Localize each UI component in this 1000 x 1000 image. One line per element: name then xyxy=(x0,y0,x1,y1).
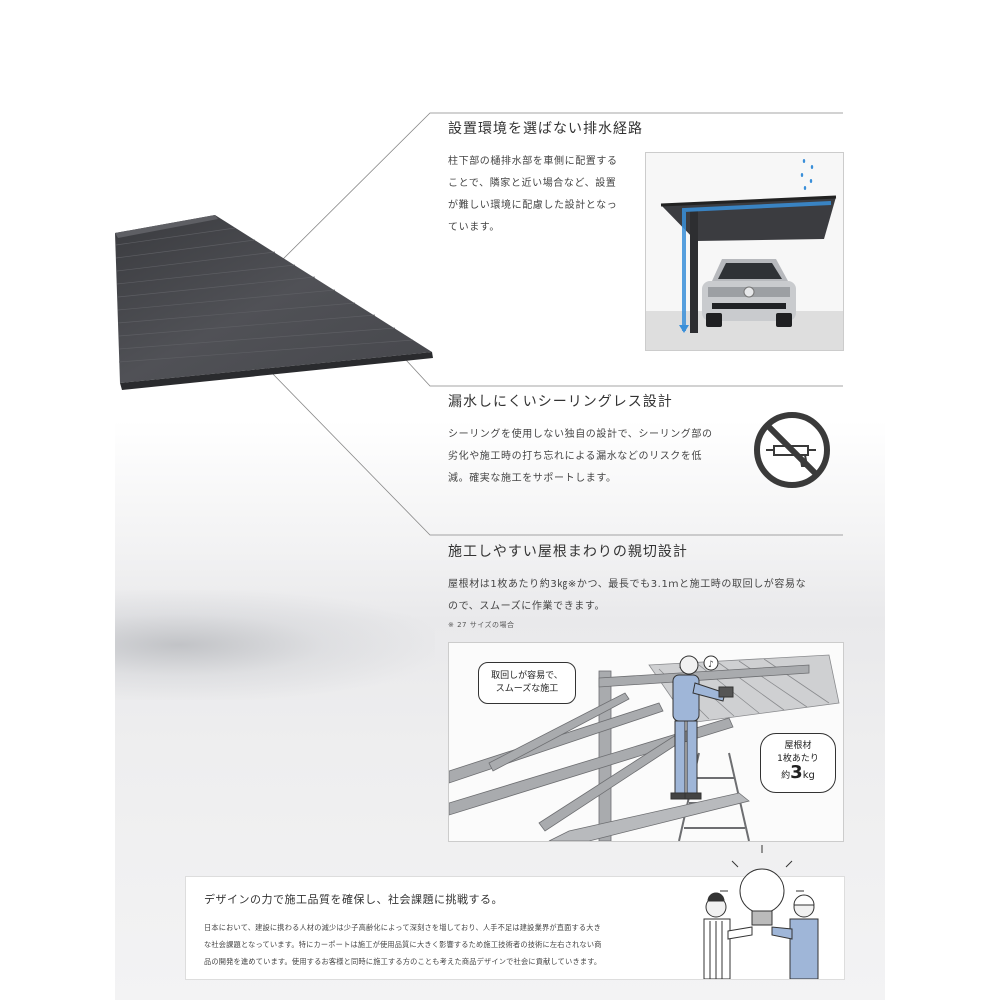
mission-body: 日本において、建設に携わる人材の減少は少子高齢化によって深刻さを増しており、人手… xyxy=(204,919,674,970)
section-body: 柱下部の樋排水部を車側に配置する ことで、隣家と近い場合など、設置 が難しい環境… xyxy=(448,151,838,239)
speech-bubble-easy-handling: 取回しが容易で、 スムーズな施工 xyxy=(478,662,576,704)
no-sealing-gun-icon xyxy=(754,412,830,488)
section-sealingless: 漏水しにくいシーリングレス設計 シーリングを使用しない独自の設計で、シーリング部… xyxy=(448,391,838,490)
svg-text:♪: ♪ xyxy=(708,660,714,670)
carport-car-illustration xyxy=(646,153,843,350)
mission-title: デザインの力で施工品質を確保し、社会課題に挑戦する。 xyxy=(204,893,503,906)
section-construction: 施工しやすい屋根まわりの親切設計 屋根材は1枚あたり約3㎏※かつ、最長でも3.1… xyxy=(448,541,838,630)
body-line: 屋根材は1枚あたり約3㎏※かつ、最長でも3.1ｍと施工時の取回しが容易な xyxy=(448,579,807,590)
body-line: 減。確実な施工をサポートします。 xyxy=(448,473,617,484)
body-line: 劣化や施工時の打ち忘れによる漏水などのリスクを低 xyxy=(448,451,703,462)
section-heading: 施工しやすい屋根まわりの親切設計 xyxy=(448,544,688,560)
section-heading: 漏水しにくいシーリングレス設計 xyxy=(448,394,673,410)
worker-roof-illustration: ♪ xyxy=(449,643,843,841)
body-line: ことで、隣家と近い場合など、設置 xyxy=(448,178,617,189)
size-note: ※ 27 サイズの場合 xyxy=(448,621,515,629)
bubble-line: スムーズな施工 xyxy=(495,684,559,694)
body-line: 柱下部の樋排水部を車側に配置する xyxy=(448,156,618,167)
body-line: ので、スムーズに作業できます。 xyxy=(448,601,606,612)
mission-line: 品の開発を進めています。使用するお客様と同時に施工する方のことも考えた商品デザイ… xyxy=(204,957,602,966)
bubble-line: 屋根材 xyxy=(784,741,812,751)
section-drainage: 設置環境を選ばない排水経路 柱下部の樋排水部を車側に配置する ことで、隣家と近い… xyxy=(448,118,838,239)
weight-number: 3 xyxy=(790,762,803,783)
weight-value: 約3kg xyxy=(761,764,835,783)
mission-line: 日本において、建設に携わる人材の減少は少子高齢化によって深刻さを増しており、人手… xyxy=(204,923,602,932)
body-line: が難しい環境に配慮した設計となっ xyxy=(448,200,618,211)
background-haze xyxy=(115,590,435,700)
section-heading: 設置環境を選ばない排水経路 xyxy=(448,121,643,137)
mission-line: な社会課題となっています。特にカーポートは施工が使用品質に大きく影響するため施工… xyxy=(204,940,602,949)
bubble-line: 取回しが容易で、 xyxy=(491,671,563,681)
speech-bubble-weight: 屋根材 1枚あたり 約3kg xyxy=(760,733,836,793)
weight-prefix: 約 xyxy=(781,771,791,781)
carport-drainage-image xyxy=(645,152,844,351)
roof-panel-illustration xyxy=(115,215,433,390)
weight-unit: kg xyxy=(802,770,815,781)
design-mission-box: デザインの力で施工品質を確保し、社会課題に挑戦する。 日本において、建設に携わる… xyxy=(185,845,845,980)
section-body: シーリングを使用しない独自の設計で、シーリング部の 劣化や施工時の打ち忘れによる… xyxy=(448,424,748,490)
bubble-line: 1枚あたり xyxy=(777,754,819,764)
body-line: シーリングを使用しない独自の設計で、シーリング部の xyxy=(448,429,713,440)
section-body: 屋根材は1枚あたり約3㎏※かつ、最長でも3.1ｍと施工時の取回しが容易な ので、… xyxy=(448,574,848,618)
handover-illustration xyxy=(703,845,819,979)
body-line: ています。 xyxy=(448,222,500,233)
